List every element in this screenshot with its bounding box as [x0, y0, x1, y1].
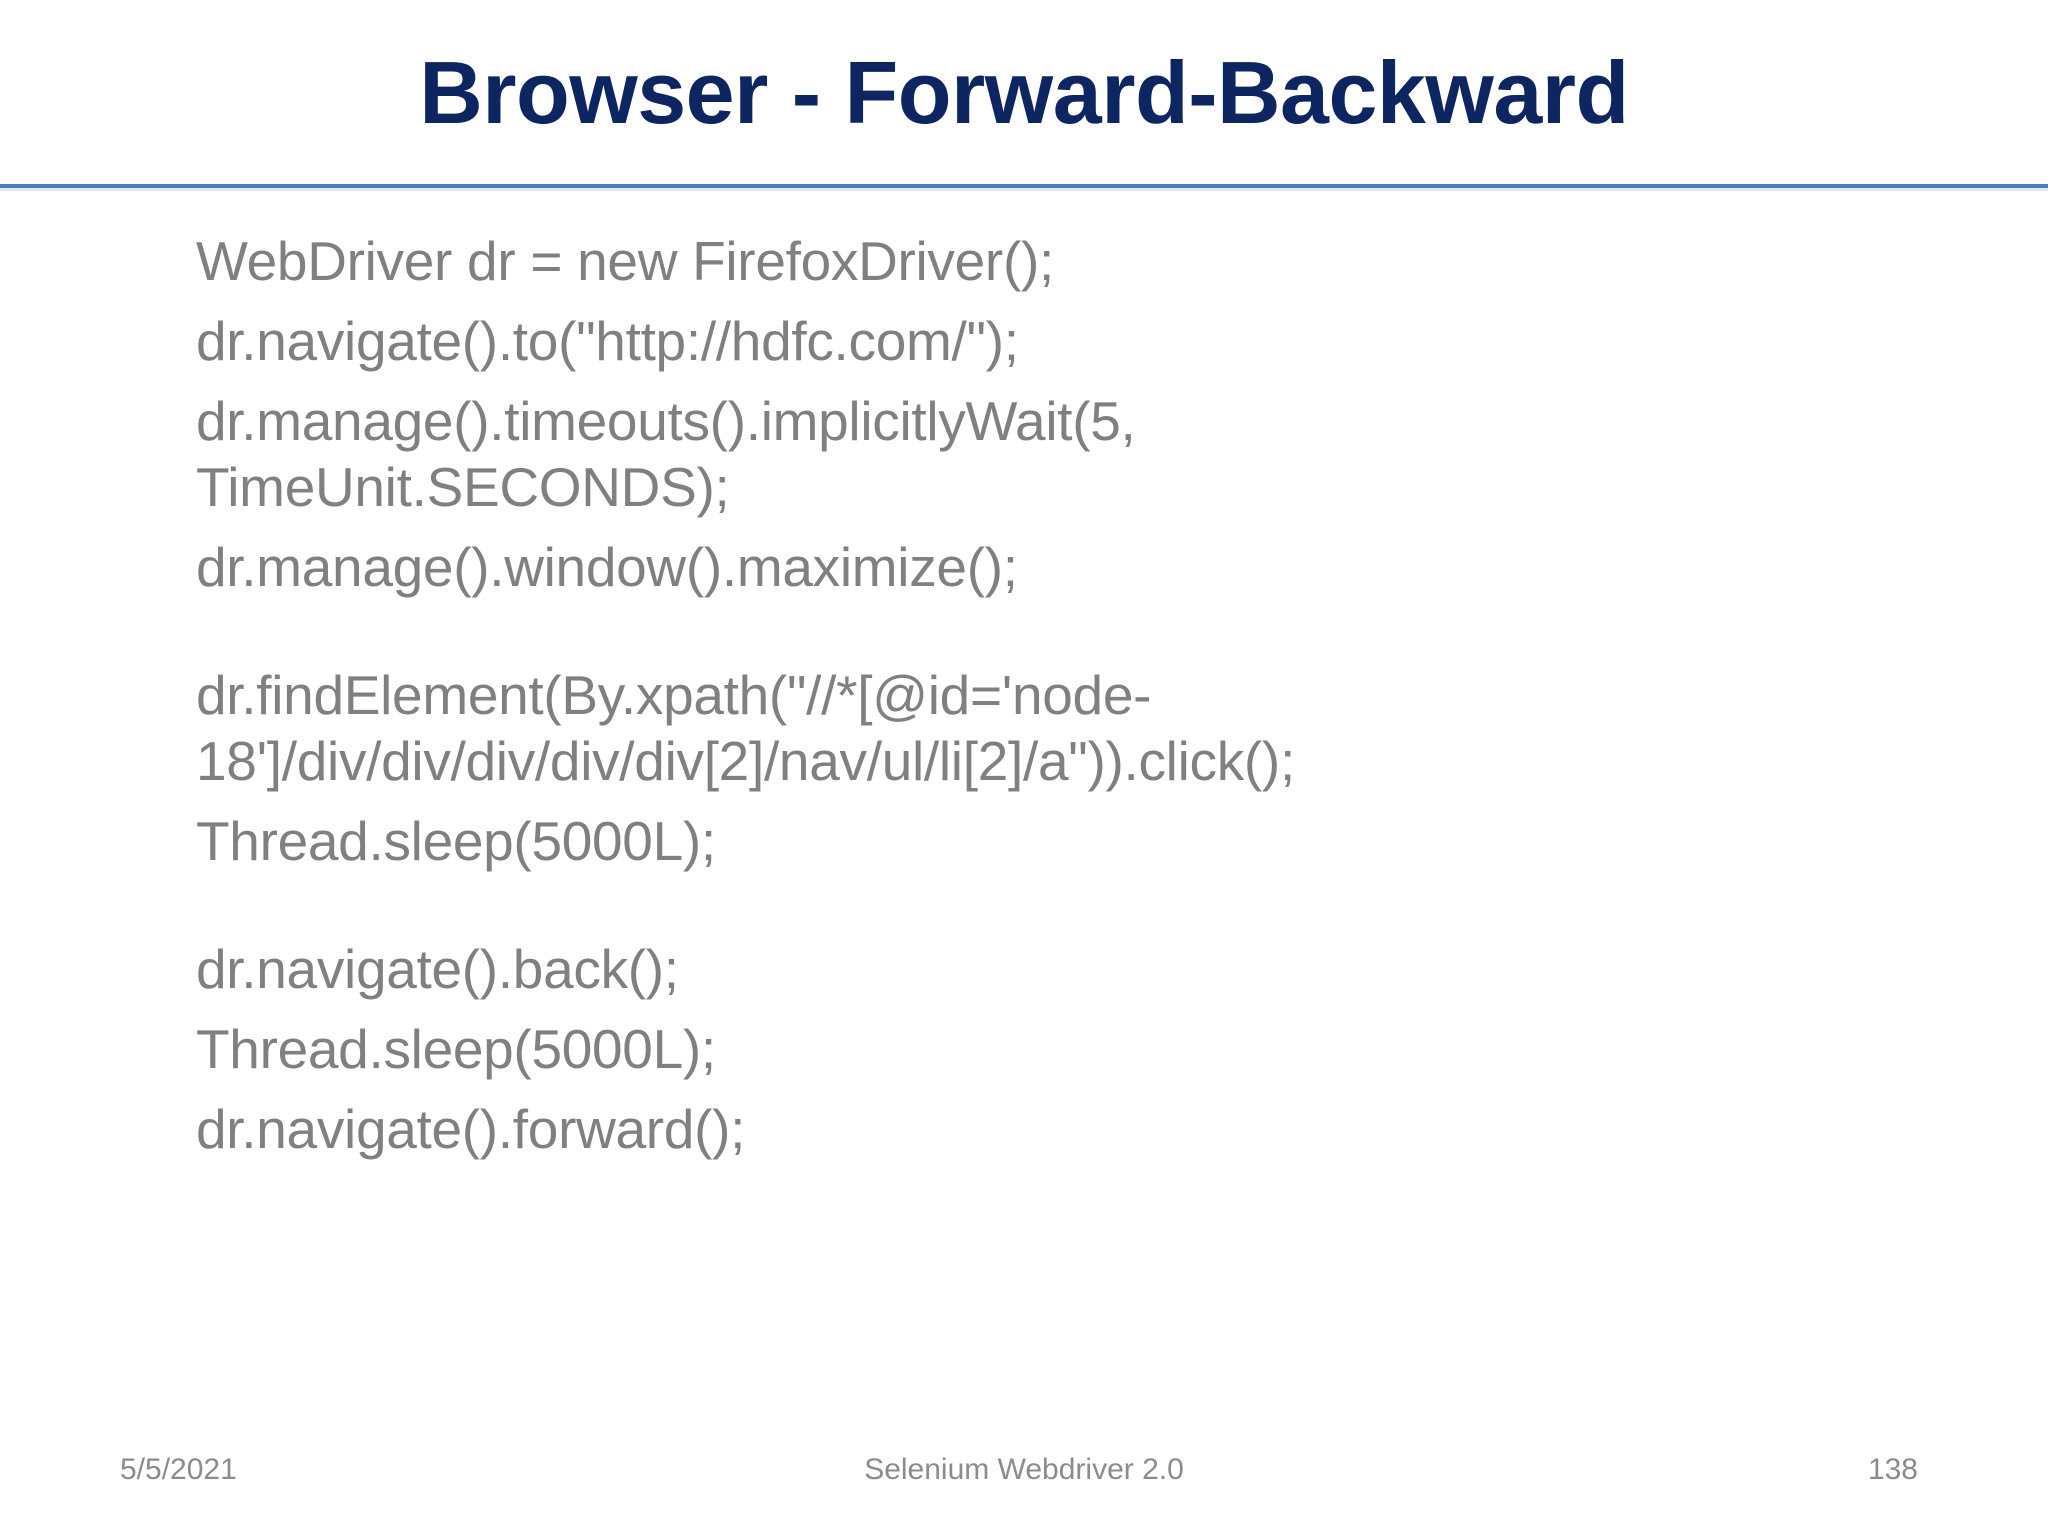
code-blank-line-1: [196, 600, 1956, 662]
code-line-4: dr.manage().window().maximize();: [196, 536, 1018, 598]
code-line-8: Thread.sleep(5000L);: [196, 1018, 716, 1080]
title-divider: [0, 184, 2048, 188]
code-line-6: Thread.sleep(5000L);: [196, 810, 716, 872]
code-blank-line-2: [196, 874, 1956, 936]
slide-footer: 5/5/2021 Selenium Webdriver 2.0 138: [0, 1438, 2048, 1500]
footer-deck-title: Selenium Webdriver 2.0: [864, 1453, 1184, 1486]
code-line-5: dr.findElement(By.xpath("//*[@id='node-1…: [196, 664, 1295, 792]
footer-page-number: 138: [1867, 1453, 1918, 1486]
slide-body: WebDriver dr = new FirefoxDriver(); dr.n…: [196, 228, 1956, 1378]
slide-title-zone: Browser - Forward-Backward: [0, 8, 2048, 178]
code-line-9: dr.navigate().forward();: [196, 1098, 746, 1160]
code-line-3: dr.manage().timeouts().implicitlyWait(5,…: [196, 390, 1136, 518]
code-line-7: dr.navigate().back();: [196, 938, 679, 1000]
page-title: Browser - Forward-Backward: [419, 42, 1629, 142]
footer-date: 5/5/2021: [120, 1453, 237, 1486]
code-line-1: WebDriver dr = new FirefoxDriver();: [196, 230, 1054, 292]
title-divider-shadow: [0, 188, 2048, 191]
code-line-2: dr.navigate().to("http://hdfc.com/");: [196, 310, 1019, 372]
